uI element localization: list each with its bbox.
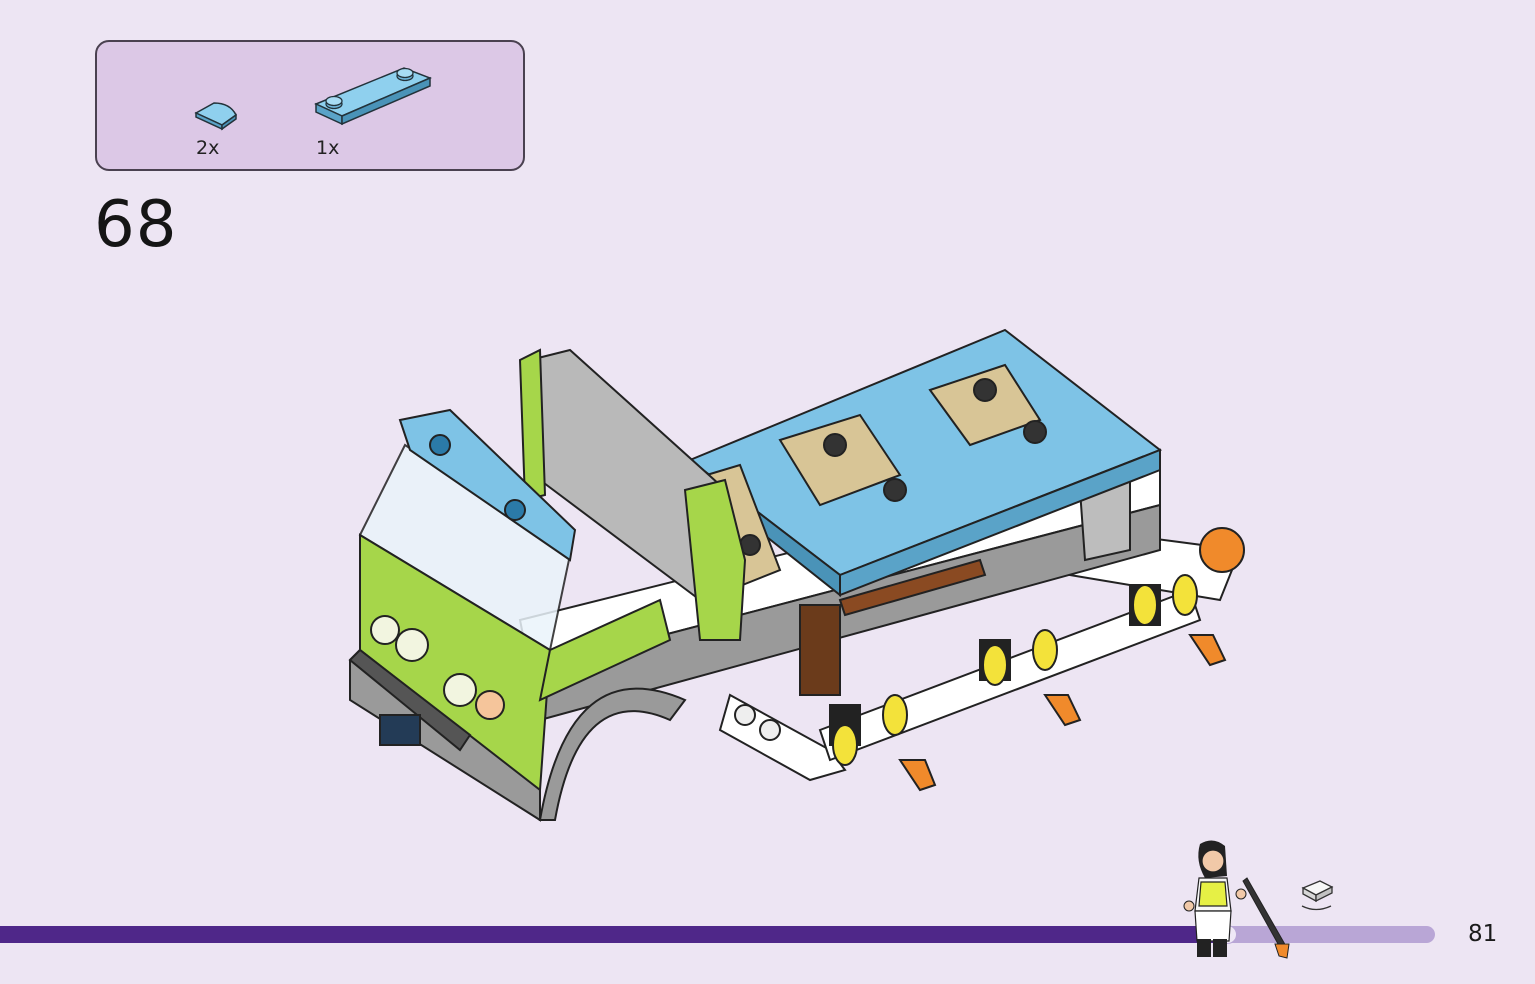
quarter-tile-icon xyxy=(194,102,237,131)
parts-callout: 2x 1x xyxy=(95,40,525,171)
wheel-arch xyxy=(538,687,687,821)
page-number: 81 xyxy=(1468,921,1498,947)
progress-fill xyxy=(0,926,1227,943)
part-quarter-tile: 2x xyxy=(192,97,252,167)
part-qty: 1x xyxy=(316,137,340,159)
minifigure xyxy=(1175,836,1295,965)
small-white-brick-icon xyxy=(1301,880,1334,911)
minifigure-with-grabber-icon xyxy=(1183,840,1290,959)
step-number: 68 xyxy=(94,188,178,262)
cab xyxy=(348,408,672,822)
cab-wall xyxy=(518,348,747,641)
garbage-truck-model-icon xyxy=(348,328,1245,822)
part-plate: 1x xyxy=(312,62,442,167)
brick-icon-wrapper xyxy=(1298,878,1338,918)
plate-2x6-icon xyxy=(314,67,432,126)
part-qty: 2x xyxy=(196,137,220,159)
model-illustration xyxy=(340,320,1260,834)
